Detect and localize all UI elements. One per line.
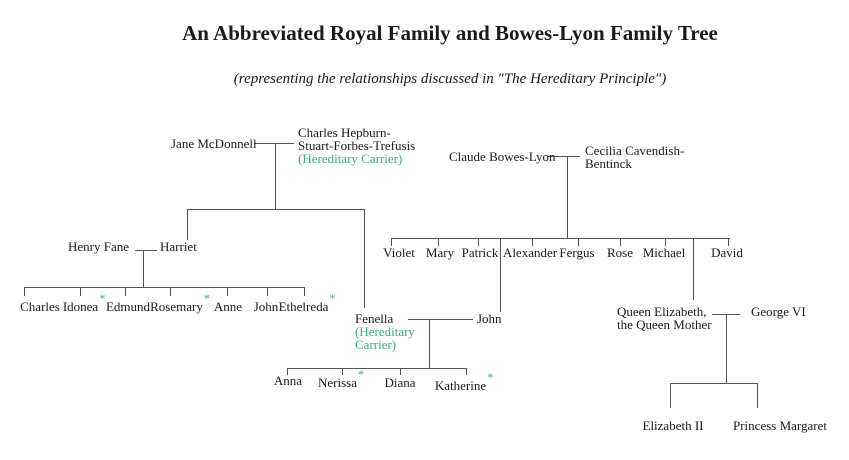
page-subtitle: (representing the relationships discusse… bbox=[233, 71, 667, 87]
tick-charles bbox=[24, 287, 25, 296]
tick-ethelreda bbox=[304, 287, 305, 296]
carrier-asterisk: * bbox=[487, 369, 494, 384]
person-michael: Michael bbox=[642, 245, 686, 260]
carrier-asterisk: * bbox=[203, 290, 210, 305]
person-fergus: Fergus bbox=[559, 245, 595, 260]
tick-rose bbox=[620, 238, 621, 246]
descent-line-henry-harriet bbox=[143, 250, 144, 288]
person-name-line: Bentinck bbox=[585, 156, 632, 171]
descent-line-jane-charles bbox=[275, 143, 276, 209]
person-edmund: Edmund bbox=[105, 299, 151, 314]
person-nerissa: Nerissa* bbox=[318, 366, 364, 390]
person-name-line: Cecilia Cavendish- bbox=[585, 143, 685, 158]
marriage-line-fenella-john bbox=[408, 319, 473, 320]
person-cecilia-cavendish: Cecilia Cavendish- Bentinck bbox=[585, 144, 684, 170]
tick-nerissa bbox=[342, 368, 343, 375]
person-elizabeth-ii: Elizabeth II bbox=[642, 418, 704, 433]
hereditary-carrier-annotation: (Hereditary Carrier) bbox=[298, 151, 403, 166]
person-princess-margaret: Princess Margaret bbox=[733, 418, 827, 433]
sibling-line-fane-children bbox=[24, 287, 305, 288]
person-mary: Mary bbox=[425, 245, 455, 260]
person-fenella: Fenella (Hereditary Carrier) bbox=[355, 312, 415, 351]
person-rosemary: Rosemary* bbox=[150, 290, 210, 314]
carrier-asterisk: * bbox=[358, 366, 364, 381]
carrier-asterisk: * bbox=[99, 290, 106, 305]
drop-line-john-bowes-lyon bbox=[500, 238, 501, 312]
drop-line-fenella bbox=[364, 209, 365, 308]
tick-rosemary bbox=[170, 287, 171, 296]
person-idonea: Idonea* bbox=[62, 290, 106, 314]
person-henry-fane: Henry Fane bbox=[68, 239, 130, 254]
person-name-line: Charles Hepburn- bbox=[298, 125, 391, 140]
person-patrick: Patrick bbox=[461, 245, 499, 260]
person-queen-mother: Queen Elizabeth, the Queen Mother bbox=[617, 305, 712, 331]
person-alexander: Alexander bbox=[502, 245, 558, 260]
marriage-line-jane-charles bbox=[254, 143, 294, 144]
person-name-line: Queen Elizabeth, bbox=[617, 304, 707, 319]
person-claude-bowes-lyon: Claude Bowes-Lyon bbox=[449, 149, 556, 164]
drop-line-queen-mother bbox=[693, 238, 694, 300]
person-charles-hepburn: Charles Hepburn- Stuart-Forbes-Trefusis … bbox=[298, 126, 415, 165]
tick-michael bbox=[665, 238, 666, 246]
tick-violet bbox=[391, 238, 392, 246]
descent-line-queenmother-george bbox=[726, 314, 727, 383]
person-ethelreda: Ethelreda* bbox=[278, 290, 336, 314]
person-john-bowes-lyon: John bbox=[477, 311, 502, 326]
marriage-line-claude-cecilia bbox=[547, 156, 580, 157]
tick-diana bbox=[400, 368, 401, 375]
tick-fergus bbox=[578, 238, 579, 246]
person-david: David bbox=[711, 245, 743, 260]
tick-katherine bbox=[466, 368, 467, 375]
person-name-line: Stuart-Forbes-Trefusis bbox=[298, 138, 416, 153]
person-charles: Charles bbox=[20, 299, 60, 314]
drop-line-harriet bbox=[187, 209, 188, 240]
carrier-asterisk: * bbox=[329, 290, 336, 305]
tick-david bbox=[728, 238, 729, 246]
sibling-line-jane-charles-children bbox=[187, 209, 365, 210]
tick-anna bbox=[287, 368, 288, 375]
tick-patrick bbox=[478, 238, 479, 246]
tick-idonea bbox=[80, 287, 81, 296]
person-name-line: Fenella bbox=[355, 311, 394, 326]
descent-line-claude-cecilia bbox=[567, 156, 568, 238]
tick-john-fane bbox=[267, 287, 268, 296]
hereditary-carrier-annotation: (Hereditary bbox=[355, 324, 415, 339]
person-violet: Violet bbox=[383, 245, 415, 260]
person-john-fane: John bbox=[253, 299, 279, 314]
page-title: An Abbreviated Royal Family and Bowes-Ly… bbox=[182, 21, 718, 45]
sibling-line-fenella-children bbox=[287, 368, 467, 369]
drop-line-elizabeth-ii bbox=[670, 383, 671, 408]
person-jane-mcdonnell: Jane McDonnell bbox=[171, 136, 257, 151]
drop-line-princess-margaret bbox=[757, 383, 758, 408]
sibling-line-bowes-lyon-children bbox=[391, 238, 730, 239]
person-anna: Anna bbox=[273, 373, 303, 388]
sibling-line-royal-children bbox=[670, 383, 758, 384]
descent-line-fenella-john bbox=[429, 319, 430, 368]
person-george-vi: George VI bbox=[751, 304, 806, 319]
person-name-line: the Queen Mother bbox=[617, 317, 712, 332]
hereditary-carrier-annotation: Carrier) bbox=[355, 337, 397, 352]
person-harriet: Harriet bbox=[160, 239, 197, 254]
person-rose: Rose bbox=[607, 245, 633, 260]
person-diana: Diana bbox=[384, 375, 416, 390]
tick-mary bbox=[438, 238, 439, 246]
tick-alexander bbox=[532, 238, 533, 246]
tick-edmund bbox=[125, 287, 126, 296]
person-anne: Anne bbox=[213, 299, 243, 314]
tick-anne bbox=[227, 287, 228, 296]
person-katherine: Katherine* bbox=[434, 369, 494, 393]
marriage-line-henry-harriet bbox=[135, 250, 157, 251]
